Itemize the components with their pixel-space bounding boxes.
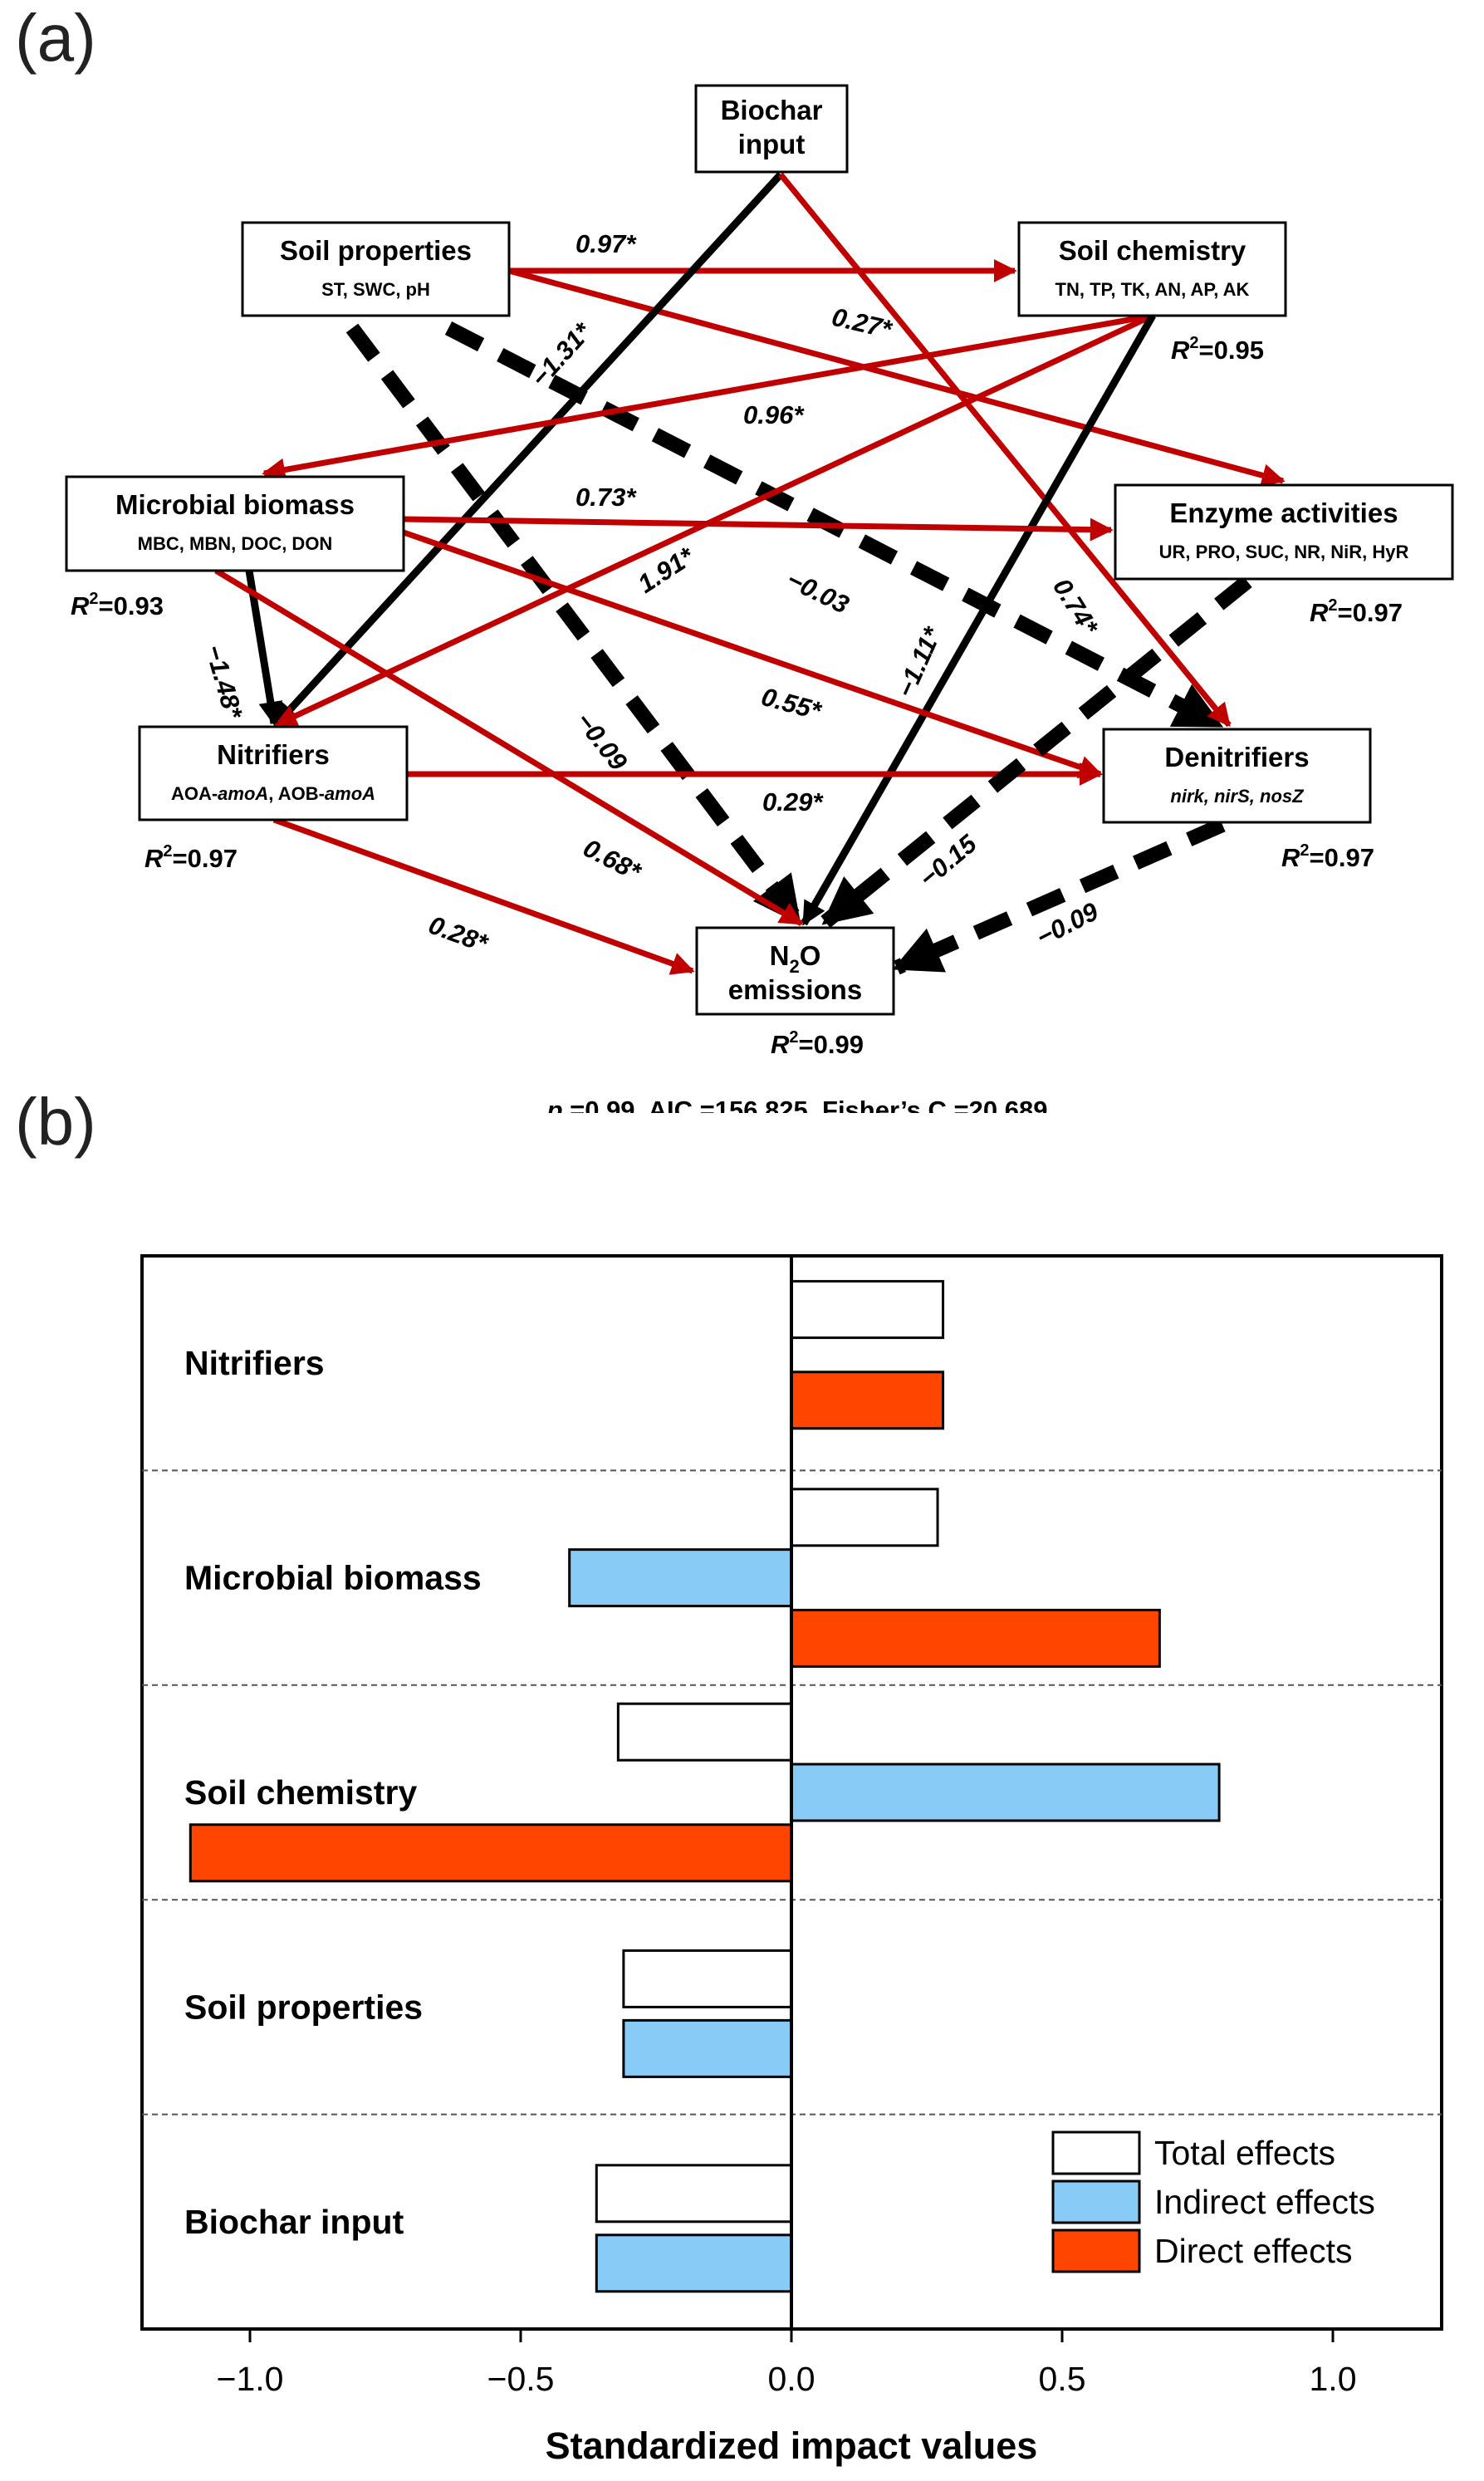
node-subtitle: ST, SWC, pH xyxy=(321,279,430,300)
node-subtitle: nirk, nirS, nosZ xyxy=(1170,786,1305,807)
coef-microbial-to-enzyme: 0.73* xyxy=(575,483,637,512)
node-box xyxy=(138,725,409,821)
bar-nitrifiers-direct-effects xyxy=(790,1370,945,1430)
node-box xyxy=(1102,728,1372,824)
node-title-line: Nitrifiers xyxy=(217,739,330,770)
x-tick-label: −1.0 xyxy=(217,2360,284,2398)
node-box xyxy=(241,221,511,317)
node-title-line: Enzyme activities xyxy=(1169,498,1398,528)
path-microbial-to-n2o xyxy=(214,568,804,926)
model-fit-stats: p =0.99, AIC =156.825, Fisher’s C =20.68… xyxy=(546,1096,1048,1113)
category-label: Soil chemistry xyxy=(184,1773,417,1812)
r2-microbial: R2=0.93 xyxy=(71,590,164,620)
path-enzyme-to-n2o xyxy=(820,575,1252,929)
bar-soil-chemistry-direct-effects xyxy=(189,1823,793,1883)
legend-label: Total effects xyxy=(1154,2134,1335,2172)
x-ticks: −1.0 −0.5 0.0 0.5 1.0 xyxy=(217,2329,1357,2398)
panel-a-label: (a) xyxy=(15,1,96,75)
bar-soil-properties-indirect-effects xyxy=(622,2018,793,2078)
bar-soil-properties-total-effects xyxy=(622,1949,793,2008)
node-title-line: emissions xyxy=(728,974,862,1005)
r2-enzyme: R2=0.97 xyxy=(1310,596,1403,627)
legend-swatch-direct-effects xyxy=(1051,2228,1141,2273)
bar-microbial-biomass-total-effects xyxy=(790,1488,939,1547)
bar-soil-chemistry-indirect-effects xyxy=(790,1763,1221,1822)
bar-microbial-biomass-direct-effects xyxy=(790,1608,1161,1668)
x-tick-label: 1.0 xyxy=(1310,2360,1357,2398)
r2-n2o: R2=0.99 xyxy=(771,1028,864,1059)
node-title-line: input xyxy=(738,129,806,159)
sem-path-diagram: 0.97*0.27*−0.03−0.09−1.31*0.74*0.96*1.91… xyxy=(65,84,1454,1113)
path-soilchem-to-microbial xyxy=(262,312,1153,482)
bar-soil-chemistry-total-effects xyxy=(616,1702,793,1762)
bar-biochar-input-indirect-effects xyxy=(595,2233,793,2293)
x-tick-label: 0.5 xyxy=(1039,2360,1086,2398)
node-box xyxy=(65,475,405,572)
node-title-line: N2O xyxy=(770,940,821,977)
node-title-line: Soil chemistry xyxy=(1059,235,1246,266)
legend-label: Indirect effects xyxy=(1154,2183,1375,2221)
r2-soilchem: R2=0.95 xyxy=(1171,334,1264,365)
sem-edges xyxy=(214,171,1286,975)
node-subtitle: MBC, MBN, DOC, DON xyxy=(138,533,333,554)
x-tick-label: 0.0 xyxy=(768,2360,815,2398)
path-soilprop-to-n2o xyxy=(345,323,805,926)
path-microbial-to-enzyme xyxy=(403,516,1114,542)
path-soilprop-to-enzyme xyxy=(508,267,1286,487)
node-box xyxy=(1114,483,1454,581)
category-label: Biochar input xyxy=(184,2203,404,2241)
path-soilchem-to-nitrifiers xyxy=(273,312,1154,728)
node-subtitle: TN, TP, TK, AN, AP, AK xyxy=(1055,279,1250,300)
node-biochar: Biochar input xyxy=(694,84,849,174)
r2-nitrifiers: R2=0.97 xyxy=(144,842,238,873)
coef-soilprop-to-soilchem: 0.97* xyxy=(575,229,637,258)
legend-label: Direct effects xyxy=(1154,2232,1353,2270)
category-label: Microbial biomass xyxy=(184,1559,482,1597)
node-subtitle: AOA-amoA, AOB-amoA xyxy=(171,783,375,804)
node-title-line: Denitrifiers xyxy=(1164,742,1309,772)
node-title-line: Soil properties xyxy=(280,235,472,266)
bar-microbial-biomass-indirect-effects xyxy=(568,1548,793,1608)
bars xyxy=(189,1280,1221,2293)
node-box xyxy=(1017,221,1287,317)
category-label: Soil properties xyxy=(184,1988,423,2026)
legend-swatch-total-effects xyxy=(1051,2130,1141,2175)
node-box xyxy=(694,84,849,174)
bar-nitrifiers-total-effects xyxy=(790,1280,945,1340)
legend-swatch-indirect-effects xyxy=(1051,2179,1141,2224)
coef-soilchem-to-microbial: 0.96* xyxy=(743,400,805,429)
coef-nitrifiers-to-denitrifiers: 0.29* xyxy=(762,787,824,816)
node-title-line: Microbial biomass xyxy=(115,489,355,520)
node-subtitle: UR, PRO, SUC, NR, NiR, HyR xyxy=(1159,542,1409,562)
path-nitrifiers-to-n2o xyxy=(272,816,695,975)
path-microbial-to-denitrifiers xyxy=(402,529,1103,778)
x-axis-label: Standardized impact values xyxy=(546,2425,1038,2467)
bar-biochar-input-total-effects xyxy=(595,2164,793,2224)
node-title-line: Biochar xyxy=(721,95,823,125)
path-biochar-to-nitrifiers xyxy=(272,171,784,728)
path-denitrifiers-to-n2o xyxy=(892,817,1226,975)
category-label: Nitrifiers xyxy=(184,1344,325,1382)
x-tick-label: −0.5 xyxy=(487,2360,555,2398)
path-soilchem-to-n2o xyxy=(801,313,1156,926)
node-box xyxy=(695,926,895,1016)
panel-b-label: (b) xyxy=(15,1085,96,1159)
path-biochar-to-denitrifiers xyxy=(778,172,1232,728)
node-denitrifiers: Denitrifiers nirk, nirS, nosZ xyxy=(1102,728,1372,824)
r2-denitrifiers: R2=0.97 xyxy=(1281,841,1374,872)
